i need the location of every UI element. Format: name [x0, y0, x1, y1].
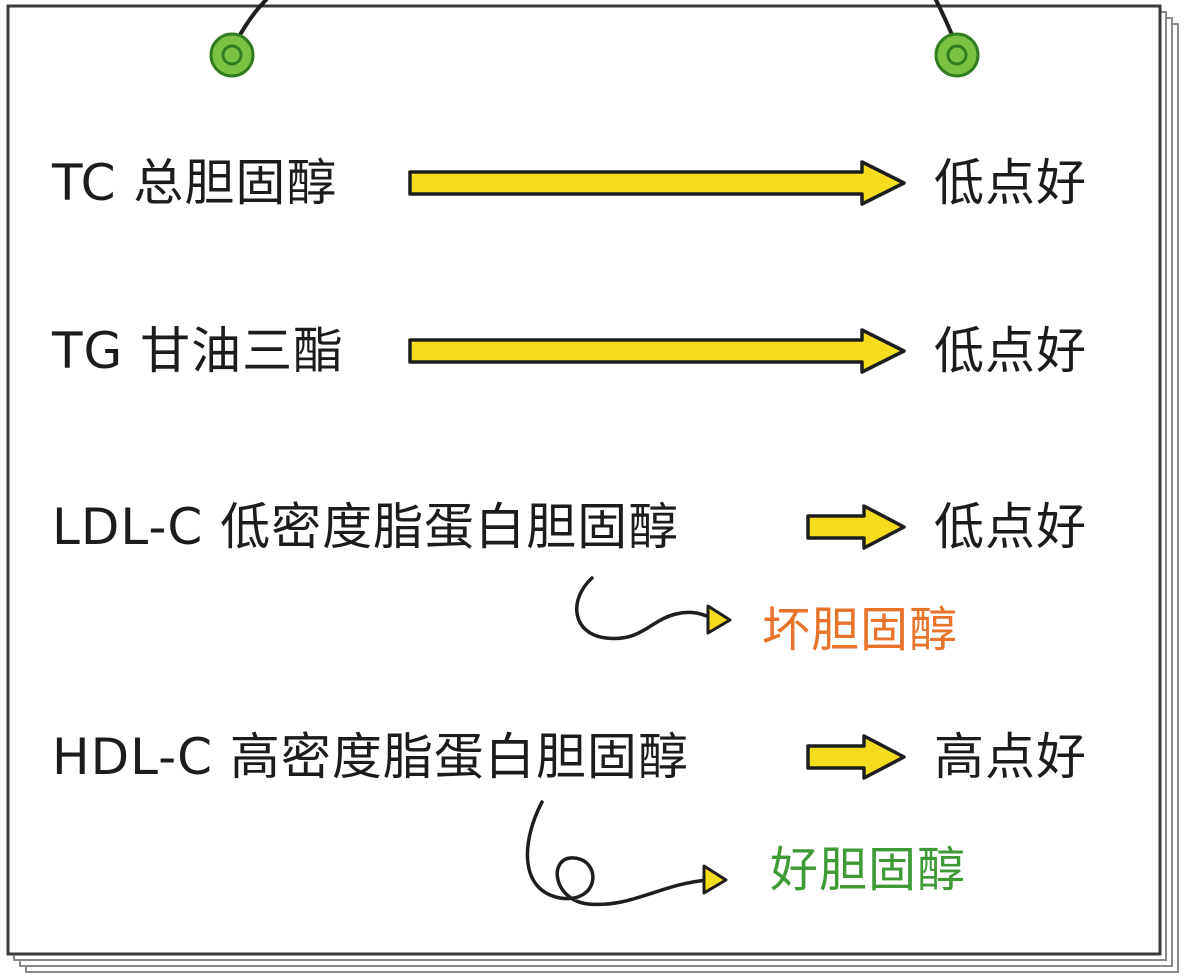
good-cholesterol-note: 好胆固醇 [770, 842, 967, 898]
result-label: 低点好 [934, 498, 1087, 556]
pin-icon [209, 32, 255, 78]
curly-connector [525, 800, 710, 907]
curly-connector [575, 576, 714, 641]
pin-icon [934, 32, 980, 78]
arrow-right-icon [806, 734, 906, 780]
result-label: 低点好 [934, 322, 1087, 380]
term-label-tc: TC 总胆固醇 [52, 154, 338, 212]
paper-stack [6, 4, 1179, 973]
small-arrowhead-icon [706, 604, 732, 635]
term-label-ldl: LDL-C 低密度脂蛋白胆固醇 [52, 498, 680, 556]
result-label: 高点好 [934, 728, 1087, 786]
paper-sheet [6, 4, 1162, 956]
term-label-tg: TG 甘油三酯 [52, 322, 345, 380]
result-label: 低点好 [934, 154, 1087, 212]
small-arrowhead-icon [702, 864, 728, 895]
arrow-right-icon [408, 328, 906, 374]
arrow-right-icon [408, 160, 906, 206]
bad-cholesterol-note: 坏胆固醇 [762, 602, 959, 658]
term-label-hdl: HDL-C 高密度脂蛋白胆固醇 [52, 728, 689, 786]
arrow-right-icon [806, 504, 906, 550]
